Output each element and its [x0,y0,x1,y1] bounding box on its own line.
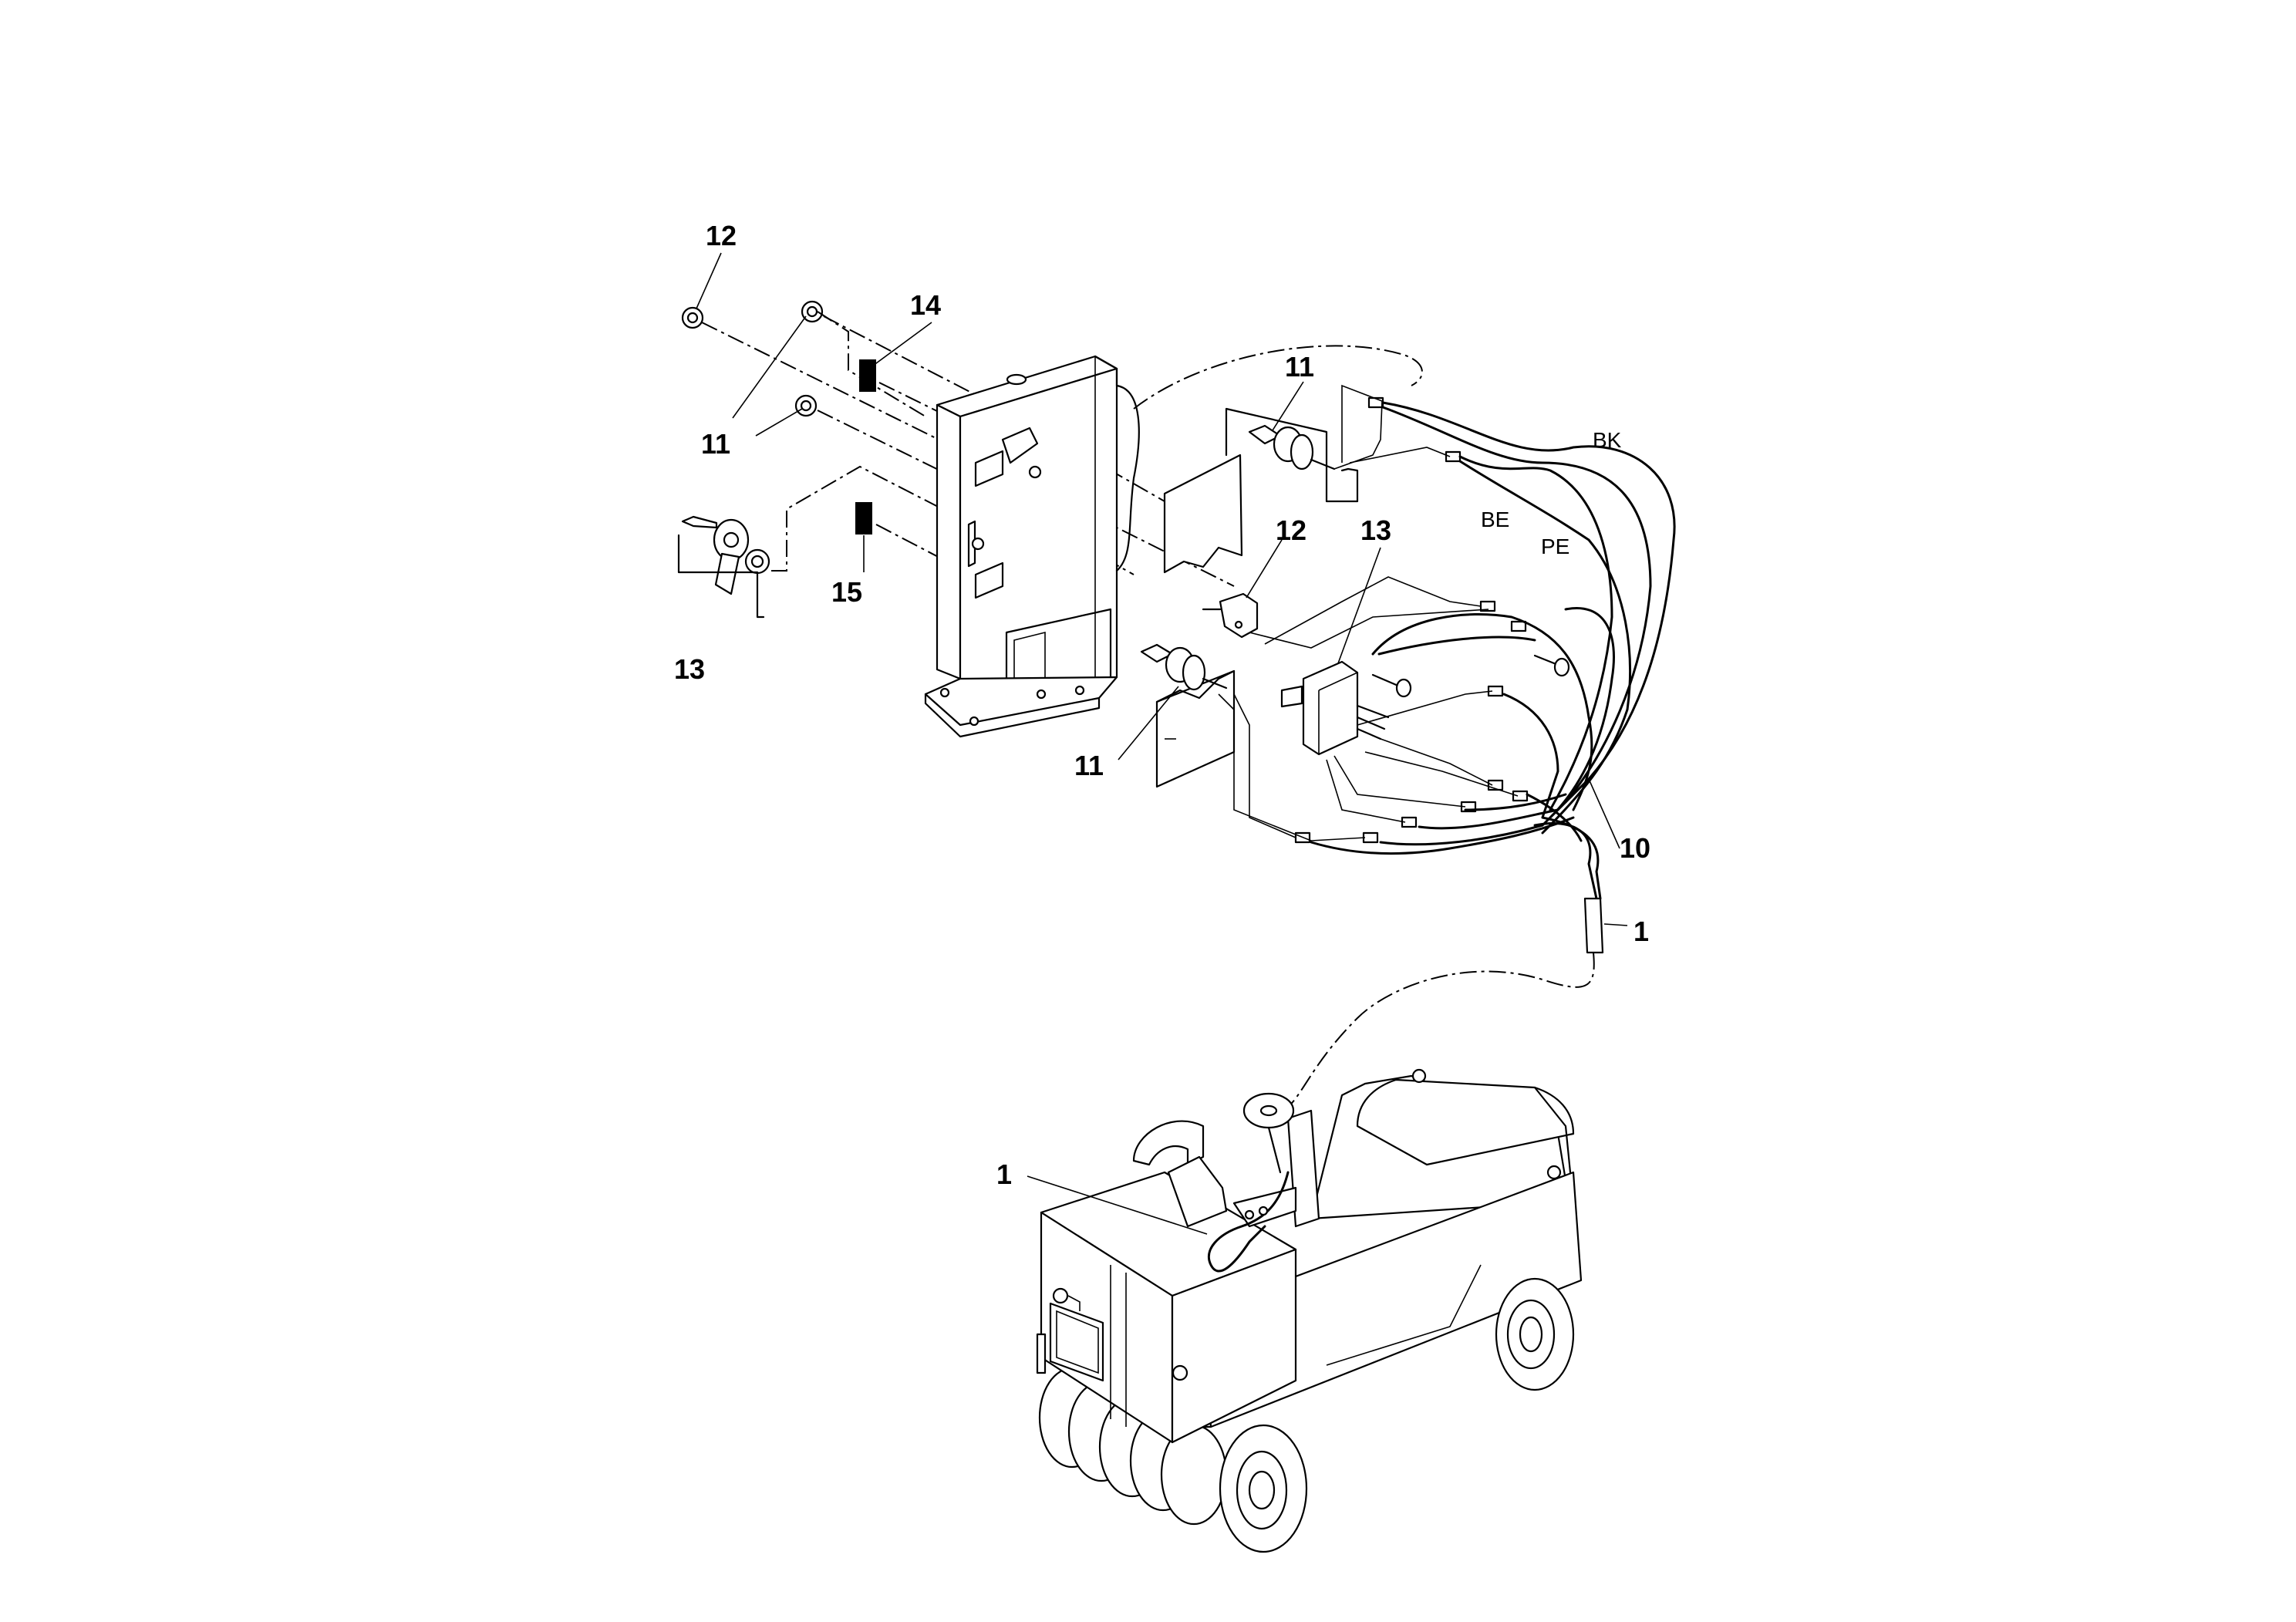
screw-1 [1533,654,1570,677]
cable-1 [1283,897,1604,1111]
control-pedestal [924,355,1140,738]
callout-15: 15 [831,576,862,608]
roller-machine [1036,1068,1583,1553]
callout-1-cable: 1 [1633,916,1649,947]
callout-11-top: 11 [1285,351,1314,383]
leader-lines-left [696,252,932,572]
wire-label-be: BE [1481,508,1509,531]
callout-1-machine: 1 [996,1158,1012,1190]
cover-plate-upper [1163,454,1243,574]
control-box-13 [1280,660,1390,756]
plate-15 [855,502,872,534]
left-nut-11-lower [794,394,818,417]
knob-assembly-13 [677,515,770,619]
wire-label-pe: PE [1541,534,1569,558]
callout-10: 10 [1620,832,1650,864]
left-nut-12 [681,306,704,329]
switch-11-lower [1140,643,1228,691]
callout-11-bottom: 11 [1074,750,1104,781]
callout-12-mid: 12 [1276,514,1306,546]
callout-14: 14 [910,289,941,321]
leader-lines-right [1027,381,1628,1235]
callout-13-left: 13 [674,653,705,685]
wiring-harness-10 [1133,345,1676,900]
switch-11-upper [1248,424,1336,470]
plate-14 [859,359,876,392]
callout-12-top: 12 [706,220,737,251]
left-nut-11-upper [801,300,824,323]
callout-11-left: 11 [701,428,730,460]
screw-2 [1371,673,1412,698]
switch-12 [1202,592,1259,639]
callout-13-mid: 13 [1360,514,1391,546]
wire-label-bk: BK [1593,428,1622,452]
